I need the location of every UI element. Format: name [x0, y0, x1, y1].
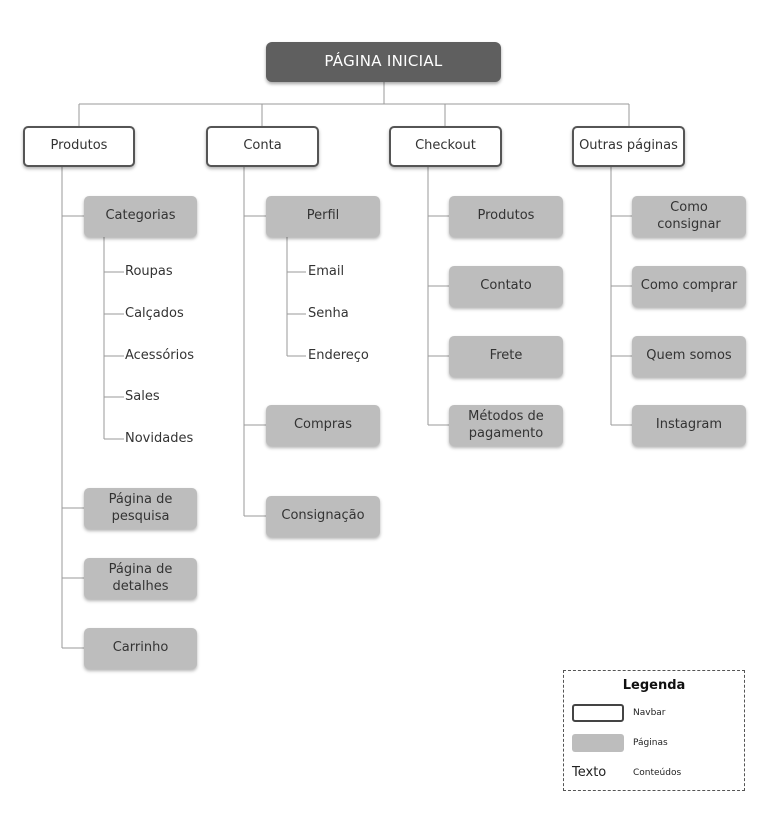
page-node-como-consignar: Como consignar — [632, 196, 746, 237]
content-email: Email — [308, 264, 345, 279]
connector-conta — [243, 167, 266, 517]
navbar-node-outras-paginas: Outras páginas — [572, 126, 685, 167]
page-node-metodos-de-pagamento: Métodos de pagamento — [449, 405, 563, 446]
content-acessorios: Acessórios — [125, 348, 194, 363]
page-node-contato: Contato — [449, 266, 563, 307]
legend-title: Legenda — [622, 678, 686, 693]
legend-text-sample: Texto — [572, 765, 607, 780]
legend-navbar-label: Navbar — [633, 708, 666, 718]
legend-pages-swatch — [572, 734, 624, 752]
connector-checkout — [427, 167, 449, 426]
page-node-consignacao: Consignação — [266, 496, 380, 537]
page-node-quem-somos: Quem somos — [632, 336, 746, 377]
page-node-frete: Frete — [449, 336, 563, 377]
content-sales: Sales — [125, 389, 160, 404]
navbar-node-checkout: Checkout — [389, 126, 502, 167]
page-node-compras: Compras — [266, 405, 380, 446]
page-node-perfil: Perfil — [266, 196, 380, 237]
page-node-instagram: Instagram — [632, 405, 746, 446]
page-node-como-comprar: Como comprar — [632, 266, 746, 307]
navbar-node-produtos: Produtos — [23, 126, 135, 167]
content-senha: Senha — [308, 306, 349, 321]
connector-produtos — [61, 167, 84, 649]
legend: Legenda Navbar Páginas Texto Conteúdos — [563, 670, 745, 791]
connector-perfil — [286, 237, 306, 357]
connector-categorias — [103, 237, 124, 440]
legend-navbar-swatch — [572, 704, 624, 722]
content-calcados: Calçados — [125, 306, 184, 321]
content-endereco: Endereço — [308, 348, 369, 363]
page-node-carrinho: Carrinho — [84, 628, 197, 669]
content-roupas: Roupas — [125, 264, 173, 279]
page-node-categorias: Categorias — [84, 196, 197, 237]
page-node-pagina-de-detalhes: Página de detalhes — [84, 558, 197, 599]
connector-root — [78, 82, 630, 126]
page-node-checkout-produtos: Produtos — [449, 196, 563, 237]
page-node-pagina-de-pesquisa: Página de pesquisa — [84, 488, 197, 529]
connector-outras — [610, 167, 632, 426]
navbar-node-conta: Conta — [206, 126, 319, 167]
root-node-pagina-inicial: PÁGINA INICIAL — [266, 42, 501, 82]
content-novidades: Novidades — [125, 431, 194, 446]
legend-contents-label: Conteúdos — [633, 768, 682, 778]
legend-pages-label: Páginas — [633, 738, 668, 748]
